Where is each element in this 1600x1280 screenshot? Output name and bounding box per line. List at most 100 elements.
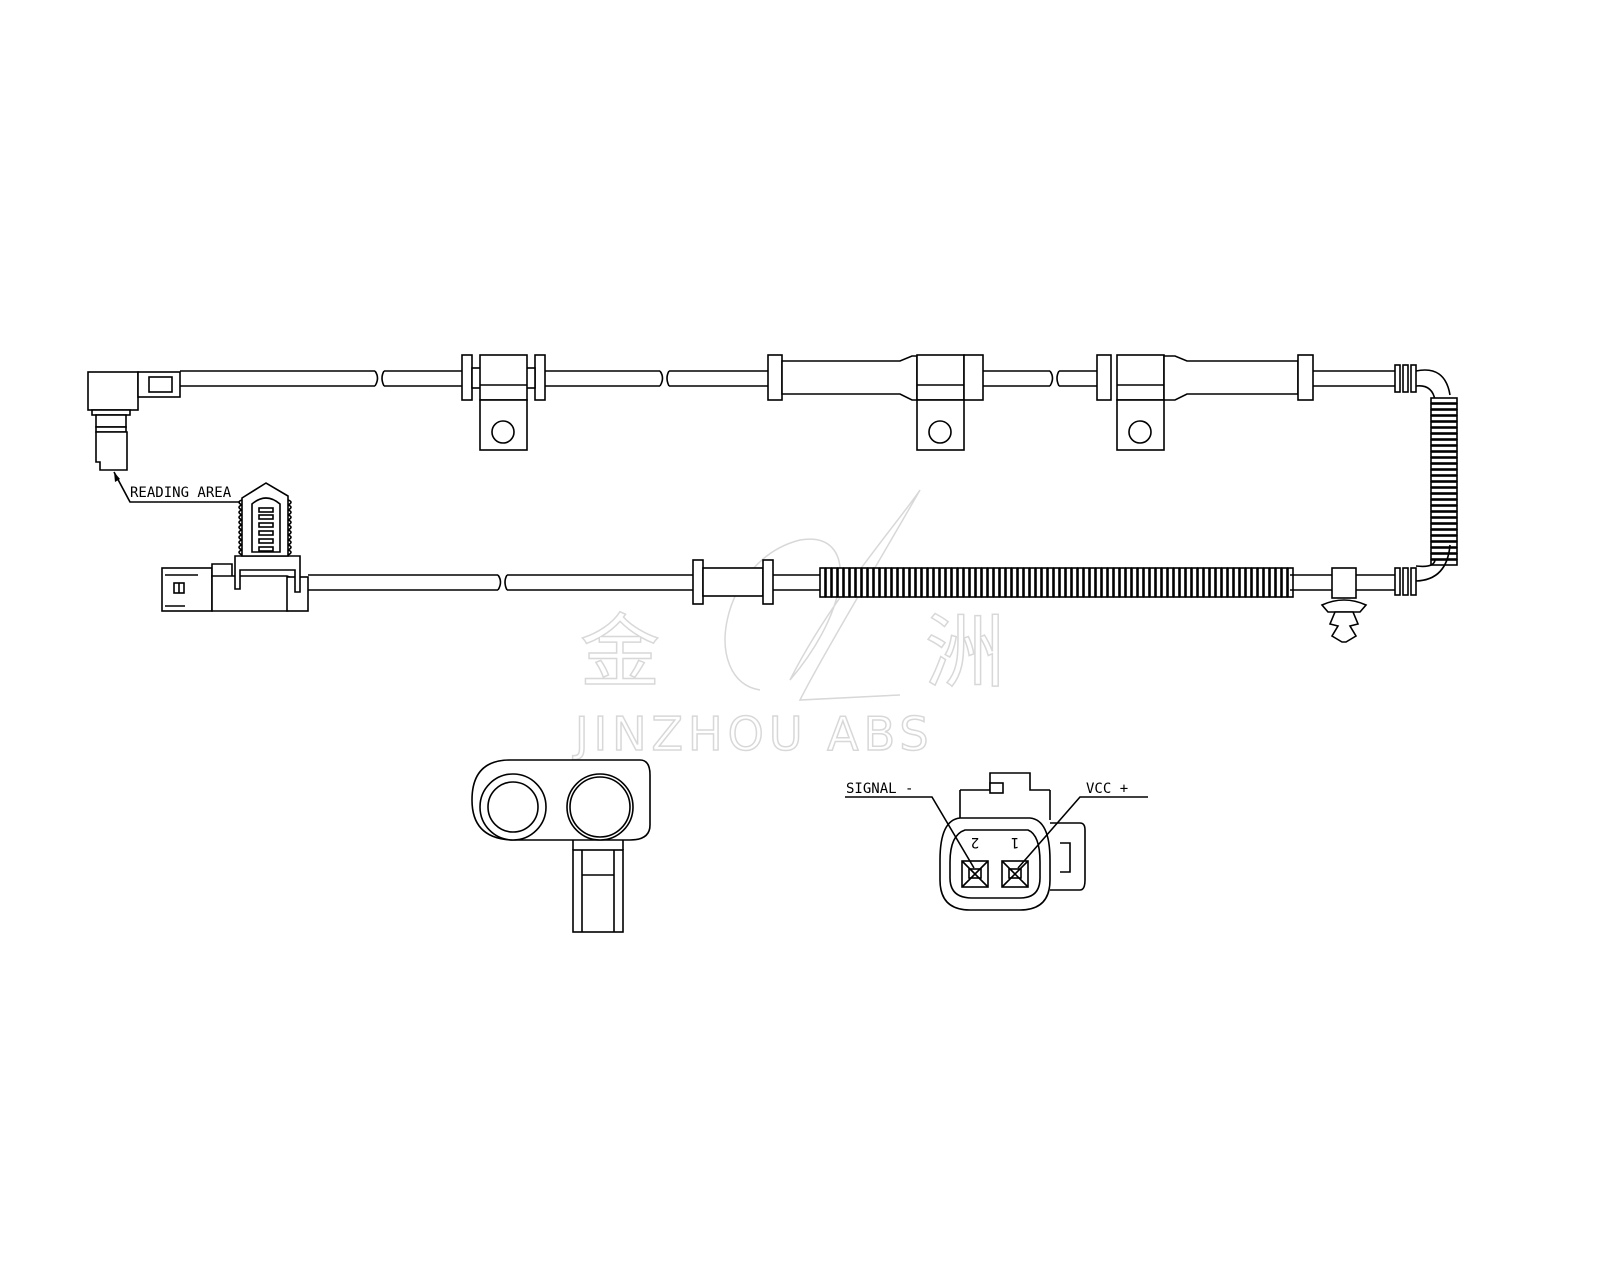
watermark-logo: 金 洲 JINZHOU ABS	[571, 489, 1006, 762]
corrugation-ridge	[963, 567, 970, 598]
corrugation-ridge	[1430, 475, 1458, 482]
corrugation-ridge	[885, 567, 892, 598]
corrugation-ridge	[1191, 567, 1198, 598]
corrugation-ridge	[879, 567, 886, 598]
corrugation-ridge	[987, 567, 994, 598]
corrugation-ridge	[1125, 567, 1132, 598]
corrugation-ridge	[993, 567, 1000, 598]
pin-2-label: 2	[971, 834, 979, 850]
corrugation-ridge	[1430, 427, 1458, 434]
corrugation-ridge	[1065, 567, 1072, 598]
corrugation-ridge	[1215, 567, 1222, 598]
corrugation-ridge	[837, 567, 844, 598]
corrugation-ridge	[867, 567, 874, 598]
push-clip	[1320, 567, 1368, 643]
corrugation-ridge	[969, 567, 976, 598]
corrugation-ridge	[975, 567, 982, 598]
corrugation-ridge	[1197, 567, 1204, 598]
harness-connector	[161, 482, 309, 612]
vcc-label: VCC +	[1086, 781, 1128, 797]
corrugation-ridge	[1011, 567, 1018, 598]
corrugation-ridge	[1430, 481, 1458, 488]
pin-2: 2	[961, 834, 989, 888]
top-cable	[180, 370, 1395, 387]
corrugation-ridge	[1101, 567, 1108, 598]
corrugation-ridge	[1430, 523, 1458, 530]
corrugation-ridge	[1430, 505, 1458, 512]
corrugation-ridge	[1155, 567, 1162, 598]
corrugation-ridge	[1281, 567, 1288, 598]
corrugation-ridge	[1430, 529, 1458, 536]
sensor-head	[87, 371, 181, 471]
corrugation-ridge	[1017, 567, 1024, 598]
corrugation-ridge	[999, 567, 1006, 598]
corrugation-ridge	[1023, 567, 1030, 598]
corrugation-ridge	[1275, 567, 1282, 598]
corrugation-ridge	[1233, 567, 1240, 598]
corrugation-ridge	[1430, 553, 1458, 560]
corrugation-ridge	[1113, 567, 1120, 598]
corrugation-ridge	[849, 567, 856, 598]
corrugation-ridge	[1430, 535, 1458, 542]
corrugation-ridge	[1430, 397, 1458, 404]
corrugation-ridge	[1430, 433, 1458, 440]
corrugation-ridge	[1071, 567, 1078, 598]
corrugation-ridge	[909, 567, 916, 598]
corrugation-ridge	[1167, 567, 1174, 598]
svg-text:金: 金	[580, 606, 660, 699]
corrugation-ridge	[957, 567, 964, 598]
corrugation-ridge	[1161, 567, 1168, 598]
corrugation-ridge	[897, 567, 904, 598]
corrugation-ridge	[1185, 567, 1192, 598]
corrugation-ridge	[1119, 567, 1126, 598]
sensor-end-view	[471, 759, 651, 933]
corrugation-ridge	[855, 567, 862, 598]
bottom-cable	[308, 559, 1395, 605]
corrugation-ridge	[1430, 463, 1458, 470]
corrugation-ridge	[873, 567, 880, 598]
corrugation-ridge	[1131, 567, 1138, 598]
corrugation-ridge	[1035, 567, 1042, 598]
corrugation-ridge	[951, 567, 958, 598]
mounting-bracket-3	[1096, 354, 1314, 451]
corrugation-ridge	[1430, 541, 1458, 548]
corrugation-ridge	[1430, 445, 1458, 452]
pin-1: 1	[1001, 834, 1029, 888]
corrugation-ridge	[1430, 439, 1458, 446]
corrugation-ridge	[1143, 567, 1150, 598]
corrugation-ridge	[1083, 567, 1090, 598]
connector-face-view: 2 1 SIGNAL - VCC +	[845, 772, 1148, 911]
corrugation-ridge	[1209, 567, 1216, 598]
corrugation-ridge	[1029, 567, 1036, 598]
corrugation-ridge	[1059, 567, 1066, 598]
mounting-bracket-2	[767, 354, 984, 451]
signal-label: SIGNAL -	[846, 781, 913, 797]
bolt-hole-icon	[491, 420, 515, 444]
corrugation-ridge	[933, 567, 940, 598]
corrugation-ridge	[1173, 567, 1180, 598]
svg-text:洲: 洲	[925, 606, 1005, 699]
corrugation-ridge	[843, 567, 850, 598]
mounting-bracket-1	[461, 354, 546, 451]
corrugation-ridge	[1077, 567, 1084, 598]
corrugation-ridge	[915, 567, 922, 598]
corrugation-ridge	[1430, 499, 1458, 506]
corrugation-ridge	[1269, 567, 1276, 598]
corrugation-ridge	[1430, 409, 1458, 416]
corrugation-ridge	[1107, 567, 1114, 598]
corrugation-ridge	[1430, 487, 1458, 494]
pin-1-label: 1	[1011, 834, 1019, 850]
corrugation-ridge	[1287, 567, 1294, 598]
corrugation-ridge	[1089, 567, 1096, 598]
corrugation-ridge	[819, 567, 826, 598]
corrugation-ridge	[1149, 567, 1156, 598]
corrugation-ridge	[1245, 567, 1252, 598]
corrugation-ridge	[1179, 567, 1186, 598]
corrugation-ridge	[831, 567, 838, 598]
corrugation-ridge	[1430, 511, 1458, 518]
corrugation-ridge	[1053, 567, 1060, 598]
corrugation-ridge	[927, 567, 934, 598]
svg-text:JINZHOU ABS: JINZHOU ABS	[572, 707, 934, 761]
reading-area-callout: READING AREA	[113, 471, 240, 503]
